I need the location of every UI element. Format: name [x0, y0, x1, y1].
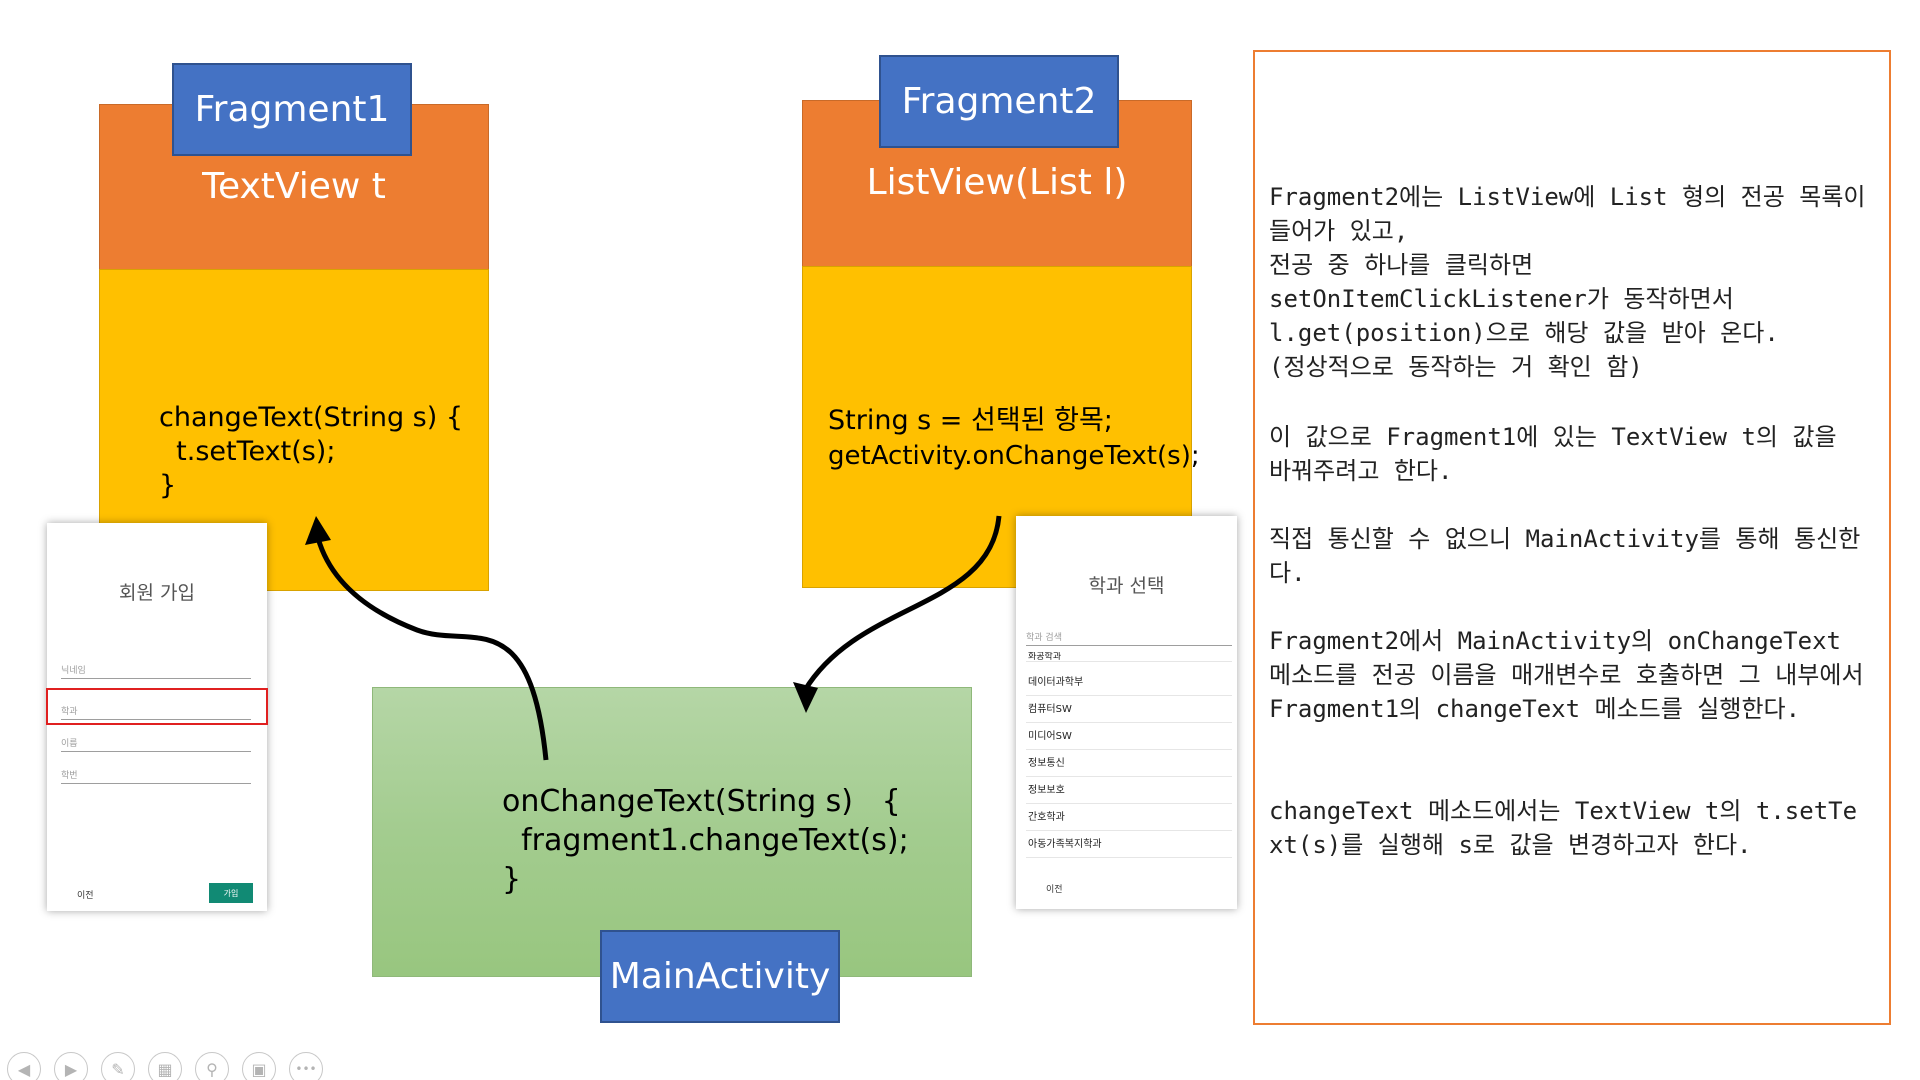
explanation-para-4: Fragment2에서 MainActivity의 onChangeText 메…: [1269, 627, 1878, 723]
more-icon[interactable]: •••: [289, 1052, 323, 1080]
fragment1-subtitle: TextView t: [202, 166, 386, 207]
dept-list-item[interactable]: 데이터과학부: [1026, 669, 1232, 696]
dept-title: 학과 선택: [1088, 575, 1165, 597]
fragment2-subtitle: ListView(List l): [866, 162, 1128, 203]
main-activity-code-line-1: onChangeText(String s) {: [502, 784, 901, 819]
name-field[interactable]: 이름: [61, 736, 251, 752]
dept-prev-button[interactable]: 이전: [1046, 885, 1063, 895]
fragment1-label: Fragment1: [172, 63, 412, 156]
slides-icon[interactable]: ▦: [148, 1052, 182, 1080]
main-activity-label: MainActivity: [600, 930, 840, 1023]
dept-phone-screen: 학과 선택 학과 검색 화공학과 데이터과학부 컴퓨터SW 미디어SW 정보통신…: [1016, 516, 1237, 909]
dept-list-item[interactable]: 미디어SW: [1026, 723, 1232, 750]
dept-list-item[interactable]: 정보보호: [1026, 777, 1232, 804]
arrow-fragment2-to-main-head: [793, 682, 818, 713]
main-activity-box: [372, 687, 972, 977]
next-icon[interactable]: ▶: [54, 1052, 88, 1080]
fragment1-code-line-1: changeText(String s) {: [159, 402, 464, 433]
pen-icon[interactable]: ✎: [101, 1052, 135, 1080]
department-field-highlight: [46, 688, 268, 725]
fragment1-code-line-3: }: [159, 470, 177, 501]
dept-list-item[interactable]: 정보통신: [1026, 750, 1232, 777]
fragment2-code-line-1: String s = 선택된 항목;: [828, 405, 1113, 436]
explanation-para-5: changeText 메소드에서는 TextView t의 t.setText(…: [1269, 797, 1858, 859]
dept-list-item[interactable]: 아동가족복지학과: [1026, 831, 1232, 858]
main-activity-code-line-2: fragment1.changeText(s);: [502, 823, 909, 858]
dept-list-item[interactable]: 컴퓨터SW: [1026, 696, 1232, 723]
dept-list-item[interactable]: 간호학과: [1026, 804, 1232, 831]
student-id-field[interactable]: 학번: [61, 768, 251, 784]
fragment1-code-line-2: t.setText(s);: [159, 436, 336, 467]
join-button[interactable]: 가입: [209, 883, 253, 903]
nickname-field[interactable]: 닉네임: [61, 663, 251, 679]
explanation-para-2: 이 값으로 Fragment1에 있는 TextView t의 값을 바꿔주려고…: [1269, 423, 1852, 485]
arrow-main-to-fragment1-head: [305, 516, 331, 545]
prev-icon[interactable]: ◀: [7, 1052, 41, 1080]
signup-phone-screen: 회원 가입 닉네임 학과 이름 학번 이전 가입: [47, 523, 267, 911]
department-field[interactable]: 학과: [61, 704, 251, 720]
subtitle-icon[interactable]: ▣: [242, 1052, 276, 1080]
explanation-panel: Fragment2에는 ListView에 List 형의 전공 목록이 들어가…: [1253, 50, 1891, 1025]
zoom-icon[interactable]: ⚲: [195, 1052, 229, 1080]
fragment2-label: Fragment2: [879, 55, 1119, 148]
fragment2-code-line-2: getActivity.onChangeText(s);: [828, 441, 1200, 471]
explanation-para-3: 직접 통신할 수 없으니 MainActivity를 통해 통신한다.: [1269, 525, 1861, 587]
explanation-para-1: Fragment2에는 ListView에 List 형의 전공 목록이 들어가…: [1269, 183, 1866, 381]
arrow-fragment2-to-main: [802, 515, 1002, 692]
signup-title: 회원 가입: [119, 582, 195, 604]
dept-list-item-cut[interactable]: 화공학과: [1026, 652, 1232, 662]
dept-search-input[interactable]: 학과 검색: [1026, 630, 1232, 646]
arrow-main-to-fragment1: [315, 537, 549, 761]
signup-prev-button[interactable]: 이전: [77, 891, 94, 901]
main-activity-code-line-3: }: [502, 862, 522, 897]
